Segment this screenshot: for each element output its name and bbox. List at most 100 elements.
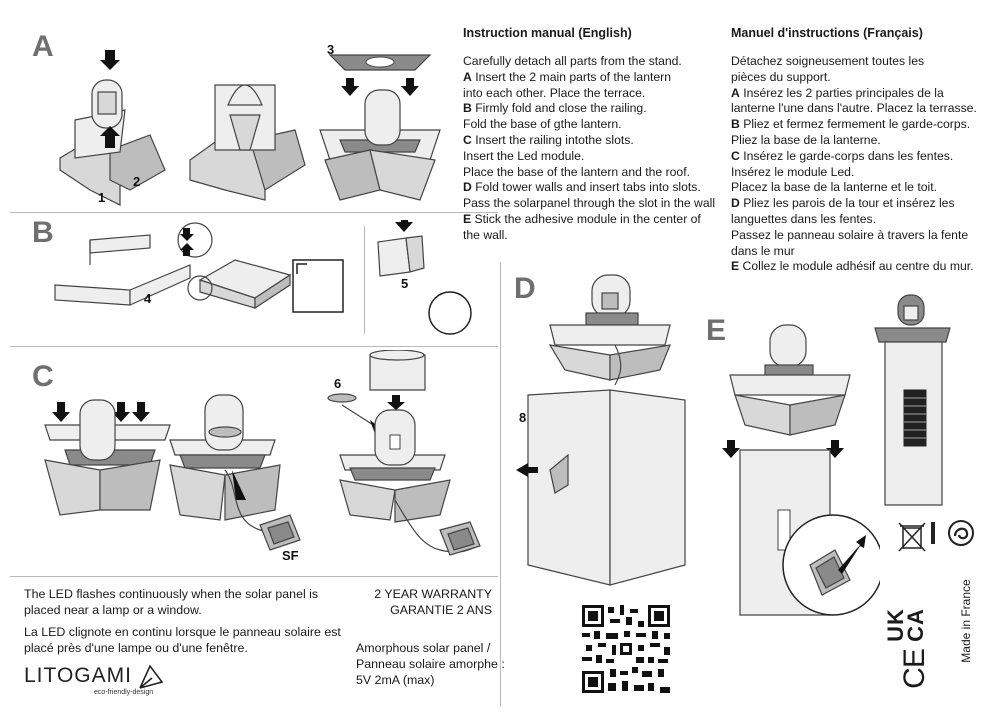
arrow-down-icon: [341, 78, 359, 96]
english-e-text-2: the wall.: [463, 227, 508, 242]
brand-name: LITOGAMI: [24, 664, 132, 687]
step-d-letter: D: [514, 272, 536, 305]
section-divider-ab: [10, 212, 498, 213]
weee-bin-icon: [898, 522, 926, 552]
french-c-text: Insérez le garde-corps dans les fentes.: [743, 148, 954, 163]
french-d-text-3: Passez le panneau solaire à travers la f…: [731, 227, 969, 242]
lantern-railing-insert: [44, 399, 171, 516]
square-base-outline: [292, 259, 344, 313]
solar-panel-sf: [259, 514, 301, 551]
solar-panel-spec-1: Amorphous solar panel /: [356, 641, 491, 655]
step-d-illustration: [516, 274, 686, 586]
brand-tagline: eco-friendly-design: [94, 689, 154, 696]
english-b-text-2: Fold the base of gthe lantern.: [463, 117, 622, 132]
led-note: The LED flashes continuously when the so…: [24, 586, 364, 656]
led-note-fr-2: placé près d'une lampe ou d'une fenêtre.: [24, 641, 248, 655]
french-d-label: D: [731, 196, 740, 211]
ukca-bottom: CA: [902, 608, 928, 642]
english-d-text: Fold tower walls and insert tabs into sl…: [475, 180, 701, 195]
french-d-text-1: Pliez les parois de la tour et insérez l…: [743, 196, 955, 211]
railing-square: [198, 259, 292, 310]
step-b-letter: B: [32, 216, 54, 249]
french-manual-body: Détachez soigneusement toutes les pièces…: [731, 54, 993, 275]
section-divider-footer: [10, 576, 498, 577]
french-e-label: E: [731, 259, 740, 274]
warranty-fr: GARANTIE 2 ANS: [390, 603, 492, 617]
lantern-terrace-3: [319, 54, 441, 201]
step-c-letter: C: [32, 360, 54, 393]
english-a-text-1: Insert the 2 main parts of the lantern: [475, 69, 671, 84]
french-d-text-4: dans le mur: [731, 243, 795, 258]
label-6: 6: [334, 376, 342, 391]
label-2: 2: [133, 174, 141, 189]
french-a-label: A: [731, 85, 740, 100]
section-divider-footer-right: [500, 262, 501, 707]
warranty-en: 2 YEAR WARRANTY: [374, 587, 492, 601]
english-intro: Carefully detach all parts from the stan…: [463, 54, 682, 68]
label-sf: SF: [282, 548, 299, 563]
qr-code-icon: [580, 603, 672, 695]
arrow-down-icon: [395, 220, 413, 232]
lantern-led-module: [169, 394, 291, 537]
step-a-letter: A: [32, 30, 54, 63]
french-a-text-2: lanterne l'une dans l'autre. Placez la t…: [731, 101, 977, 116]
recycle-swirl-icon: [948, 520, 974, 546]
french-intro-1: Détachez soigneusement toutes les: [731, 54, 925, 68]
litogami-logo-icon: [139, 664, 164, 689]
step-b-illustration: [54, 220, 472, 335]
french-b-text-2: Pliez la base de la lanterne.: [731, 132, 881, 147]
english-a-text-2: into each other. Place the terrace.: [463, 85, 646, 100]
english-b-text: Firmly fold and close the railing.: [475, 101, 647, 116]
arrow-down-icon: [401, 78, 419, 96]
french-manual-title: Manuel d'instructions (Français): [731, 26, 923, 40]
solar-panel-spec: Amorphous solar panel / Panneau solaire …: [356, 640, 506, 688]
ukca-mark: UK CA: [883, 608, 928, 642]
label-3: 3: [327, 42, 335, 57]
weee-bar-icon: [931, 522, 935, 544]
label-1: 1: [98, 190, 106, 205]
section-divider-bc: [10, 346, 498, 347]
lighthouse-finished-illustration: [874, 294, 951, 506]
arrow-up-icon: [180, 243, 194, 256]
arrow-down-icon: [100, 50, 120, 70]
step-e-letter: E: [706, 314, 727, 347]
step-c-illustration: [44, 350, 481, 556]
french-a-text-1: Insérez les 2 parties principales de la: [743, 85, 944, 100]
french-c-label: C: [731, 148, 740, 163]
english-c-text: Insert the railing intothe slots.: [475, 132, 634, 147]
solar-panel-spec-2: Panneau solaire amorphe :: [356, 657, 505, 671]
lantern-roof-base: [327, 350, 481, 556]
label-5: 5: [401, 276, 409, 291]
arrow-up-icon: [100, 126, 120, 148]
french-b-text: Pliez et fermez fermement le garde-corps…: [743, 117, 971, 132]
french-d-text-2: languettes dans les fentes.: [731, 211, 876, 226]
made-in-france: Made in France: [959, 579, 973, 663]
round-base-outline: [428, 291, 472, 335]
english-e-text-1: Stick the adhesive module in the center …: [474, 211, 701, 226]
english-c-text-2: Insert the Led module.: [463, 148, 585, 163]
english-d-text-2: Pass the solarpanel through the slot in …: [463, 196, 716, 211]
english-manual-body: Carefully detach all parts from the stan…: [463, 54, 728, 244]
ce-mark: CE: [897, 649, 931, 689]
french-intro-2: pièces du support.: [731, 69, 831, 84]
lantern-parts-1: [59, 50, 166, 206]
english-d-label: D: [463, 180, 472, 195]
label-8: 8: [519, 410, 527, 425]
arrow-left-icon: [516, 463, 538, 477]
step-a-illustration: [59, 50, 441, 206]
led-note-fr-1: La LED clignote en continu lorsque le pa…: [24, 625, 341, 639]
english-manual-title: Instruction manual (English): [463, 26, 632, 40]
railing-folding: [54, 234, 191, 306]
step-e-illustration: [722, 324, 880, 616]
warranty-block: 2 YEAR WARRANTY GARANTIE 2 ANS: [372, 586, 492, 618]
french-c-text-2: Insérez le module Led.: [731, 164, 855, 179]
english-b-label: B: [463, 101, 472, 116]
french-e-text: Collez le module adhésif au centre du mu…: [742, 259, 974, 274]
lantern-assembled-2: [189, 84, 306, 201]
solar-panel-spec-3: 5V 2mA (max): [356, 673, 435, 687]
french-b-label: B: [731, 117, 740, 132]
led-note-en-1: The LED flashes continuously when the so…: [24, 587, 319, 601]
english-c-text-3: Place the base of the lantern and the ro…: [463, 164, 690, 179]
led-note-en-2: placed near a lamp or a window.: [24, 603, 202, 617]
english-a-label: A: [463, 69, 472, 84]
